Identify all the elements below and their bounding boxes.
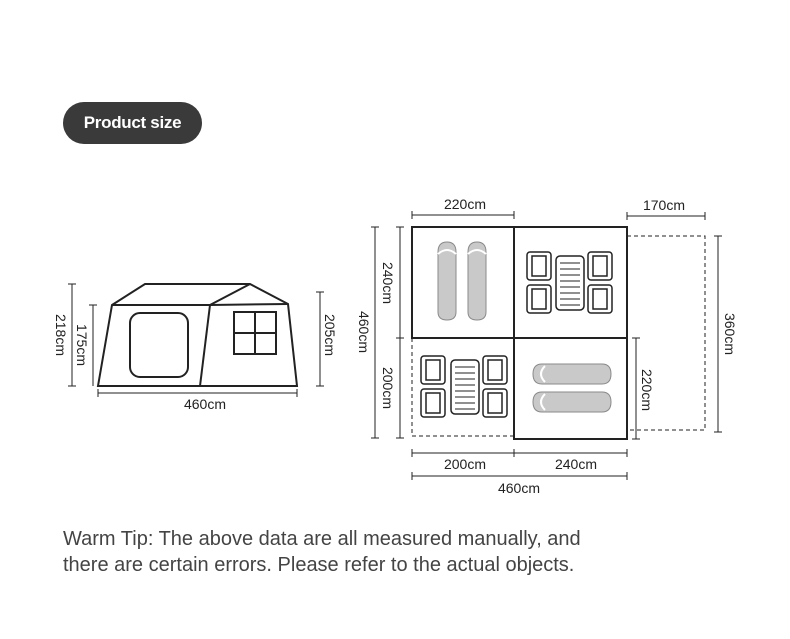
tent-side-view xyxy=(96,283,299,387)
table-chairs-upper xyxy=(526,251,613,314)
table-chairs-lower xyxy=(420,355,508,418)
plan-top-left-width-label: 220cm xyxy=(444,196,486,212)
side-view-dimensions xyxy=(68,283,324,397)
sleeping-bags-lower xyxy=(532,363,612,413)
plan-bottom-right-label: 240cm xyxy=(555,456,597,472)
floor-plan-outline xyxy=(411,226,706,440)
sleeping-bags-upper xyxy=(437,241,487,321)
plan-right-total-label: 360cm xyxy=(722,313,738,355)
plan-bottom-left-label: 200cm xyxy=(444,456,486,472)
side-total-height-label: 218cm xyxy=(53,314,69,356)
floor-plan-dimensions xyxy=(371,211,722,480)
warm-tip-text: Warm Tip: The above data are all measure… xyxy=(63,526,743,578)
plan-left-upper-label: 240cm xyxy=(380,262,396,304)
warm-tip-line-1: Warm Tip: The above data are all measure… xyxy=(63,528,581,550)
plan-top-right-width-label: 170cm xyxy=(643,197,685,213)
plan-left-lower-label: 200cm xyxy=(380,367,396,409)
warm-tip-line-2: there are certain errors. Please refer t… xyxy=(63,554,575,576)
plan-left-total-label: 460cm xyxy=(356,311,372,353)
side-inner-height-label: 175cm xyxy=(74,324,90,366)
side-right-height-label: 205cm xyxy=(322,314,338,356)
plan-bottom-total-label: 460cm xyxy=(498,480,540,496)
plan-inner-right-label: 220cm xyxy=(639,369,655,411)
product-size-badge: Product size xyxy=(63,102,202,144)
side-width-label: 460cm xyxy=(184,396,226,412)
